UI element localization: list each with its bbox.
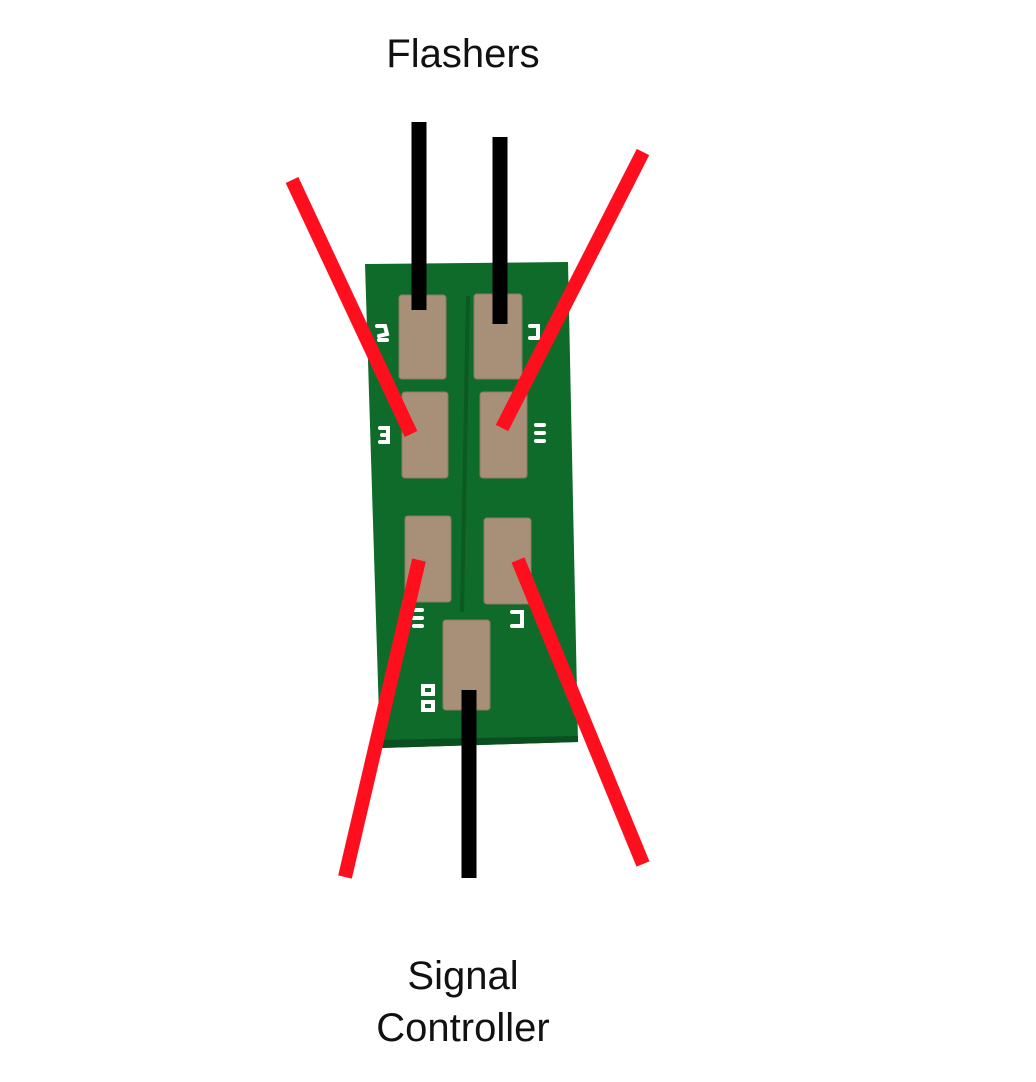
red-wire-lower-left [338,558,426,879]
pcb-center-trace [460,295,470,613]
silkscreen-mark-2 [528,324,540,340]
signal-controller-label-line1: Signal [407,954,519,998]
red-wire-upper-left [285,177,418,437]
flashers-label: Flashers [386,32,540,76]
crossed-out-wires [285,148,650,879]
signal-controller-label-line2: Controller [376,1006,550,1050]
silkscreen-mark-4 [534,423,546,443]
red-wire-lower-right [511,557,650,867]
pcb-edge-shadow [380,736,578,748]
pad-3 [401,391,449,479]
silkscreen-marks [375,324,546,712]
silkscreen-mark-1 [375,324,390,342]
pad-6 [483,517,532,605]
signal-controller-label: Signal Controller [0,950,926,1054]
silkscreen-mark-7 [421,684,435,712]
red-wire-upper-right [495,148,650,432]
silkscreen-mark-3 [378,426,390,444]
silkscreen-mark-6 [510,610,524,628]
connected-wires [411,122,508,878]
